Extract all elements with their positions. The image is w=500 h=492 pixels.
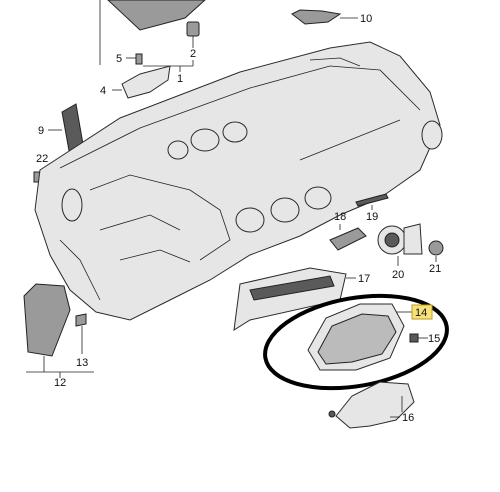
callout-20: 20 — [392, 269, 404, 281]
callout-21: 21 — [429, 263, 441, 275]
callout-1: 1 — [177, 73, 183, 85]
part-12-side-panel — [23, 283, 71, 357]
callout-13: 13 — [76, 357, 88, 369]
part-5-screw — [135, 53, 143, 65]
callout-15: 15 — [428, 333, 440, 345]
callout-18: 18 — [334, 211, 346, 223]
callout-14-highlight — [411, 304, 433, 320]
part-16-lower-trim — [335, 381, 415, 429]
callout-9: 9 — [38, 125, 44, 137]
part-18-switch — [329, 227, 367, 251]
callout-5: 5 — [116, 53, 122, 65]
callout-22: 22 — [36, 153, 48, 165]
part-10-trim — [291, 9, 342, 25]
part-4-bracket — [121, 65, 171, 99]
part-19-strip — [355, 193, 389, 207]
part-13-clip — [75, 313, 87, 327]
callout-12: 12 — [54, 377, 66, 389]
callout-10: 10 — [360, 13, 372, 25]
part-21-knob — [428, 240, 444, 256]
upper-cover-part — [107, 0, 206, 31]
part-14-instrument-cluster — [307, 303, 405, 371]
callout-4: 4 — [100, 85, 106, 97]
callout-17: 17 — [358, 273, 370, 285]
dashboard-body — [34, 41, 441, 321]
callout-2: 2 — [190, 48, 196, 60]
callout-19: 19 — [366, 211, 378, 223]
callout-16: 16 — [402, 412, 414, 424]
part-2-clip — [186, 21, 200, 37]
part-15-screw — [409, 333, 419, 343]
callout-14: 14 — [415, 307, 427, 319]
focus-circle — [263, 293, 449, 391]
